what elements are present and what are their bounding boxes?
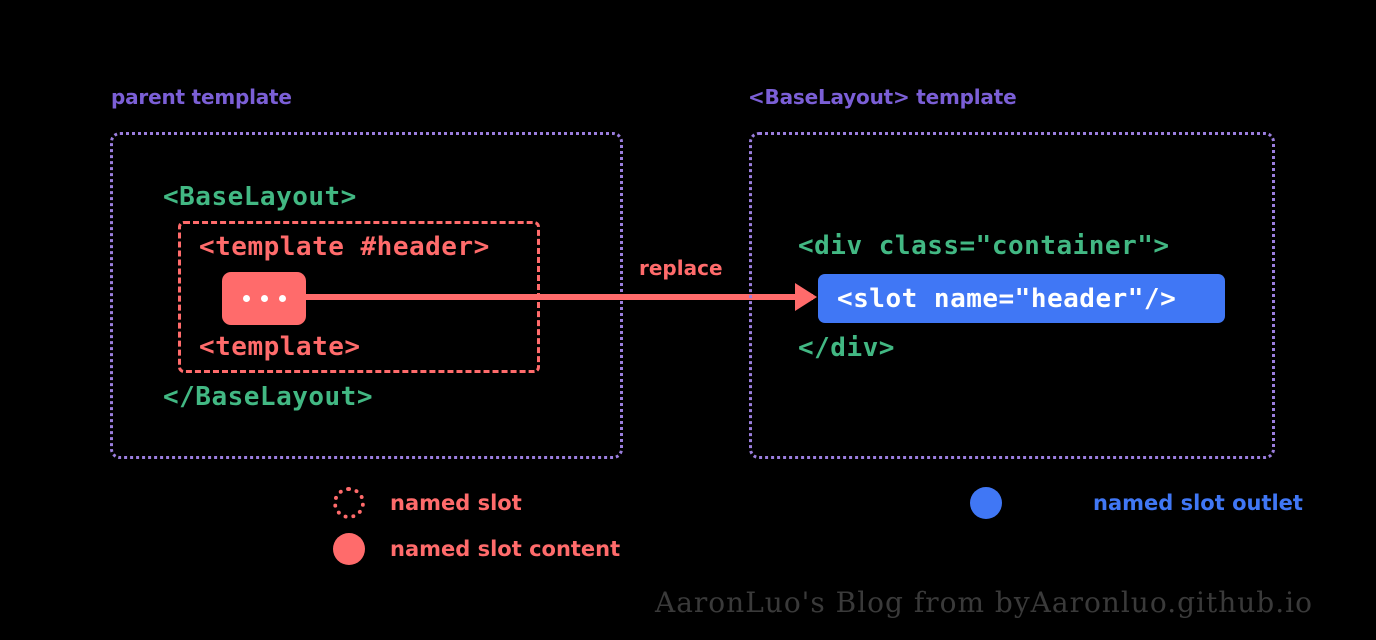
legend-label-named-slot-content: named slot content bbox=[390, 537, 621, 561]
replace-arrow-head-icon bbox=[795, 283, 817, 311]
legend-item-named-slot: named slot bbox=[333, 487, 522, 519]
ellipsis-dot-2 bbox=[260, 295, 268, 302]
ellipsis-dot-3 bbox=[278, 295, 286, 302]
filled-circle-blue-icon bbox=[970, 487, 1002, 519]
code-template-close-tag: <template> bbox=[199, 332, 361, 362]
replace-arrow-line bbox=[300, 294, 813, 300]
named-slot-outlet-box: <slot name="header"/> bbox=[818, 274, 1225, 323]
replace-arrow-label: replace bbox=[639, 256, 723, 280]
code-div-open-tag: <div class="container"> bbox=[798, 231, 1170, 261]
legend-label-named-slot-outlet: named slot outlet bbox=[1093, 491, 1303, 515]
filled-circle-icon bbox=[333, 533, 365, 565]
baselayout-template-panel bbox=[749, 132, 1275, 459]
legend-item-named-slot-content: named slot content bbox=[333, 533, 620, 565]
code-div-close-tag: </div> bbox=[798, 333, 895, 363]
named-slot-content-pill bbox=[222, 272, 306, 325]
code-baselayout-close-tag: </BaseLayout> bbox=[163, 382, 373, 412]
legend-label-named-slot: named slot bbox=[390, 491, 522, 515]
baselayout-template-title: <BaseLayout> template bbox=[748, 85, 1017, 109]
code-baselayout-open-tag: <BaseLayout> bbox=[163, 182, 357, 212]
code-slot-outlet-tag: <slot name="header"/> bbox=[837, 283, 1177, 314]
watermark-text: AaronLuo's Blog from byAaronluo.github.i… bbox=[655, 586, 1313, 619]
legend-item-named-slot-outlet: named slot outlet bbox=[970, 487, 1303, 519]
parent-template-title: parent template bbox=[111, 85, 292, 109]
dotted-circle-icon bbox=[333, 487, 365, 519]
code-template-header-open-tag: <template #header> bbox=[199, 232, 490, 262]
ellipsis-dot-1 bbox=[242, 295, 250, 302]
